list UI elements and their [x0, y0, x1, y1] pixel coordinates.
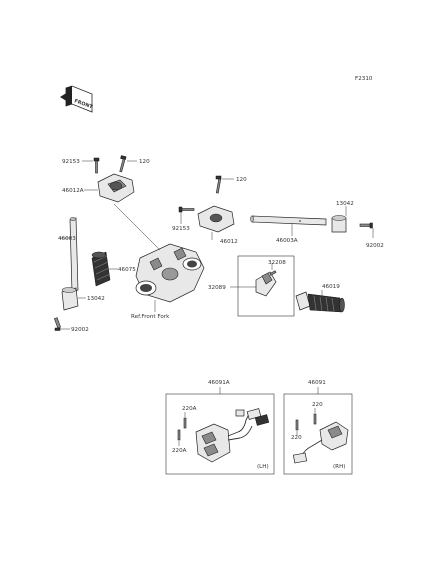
- handlebar-pipe-46003a: [250, 215, 327, 226]
- bolt-120-left: [119, 155, 127, 173]
- throttle-housing-inset-box: [237, 255, 295, 317]
- callout-46091a: 46091A: [208, 380, 230, 386]
- screw-92002-right: [359, 222, 373, 229]
- screw-220-upper: [313, 413, 317, 425]
- callout-120-right: 120: [236, 177, 247, 183]
- callout-92153-mid: 92153: [172, 226, 190, 232]
- bar-end-weight-13042-left: [61, 287, 79, 311]
- callout-120-top: 120: [139, 159, 150, 165]
- lh-handlebar-switch-46091a: [195, 408, 270, 463]
- callout-220a-upper: 220A: [182, 406, 197, 412]
- lh-label: (LH): [257, 464, 269, 470]
- bolt-120-right: [215, 175, 222, 194]
- handlebar-holder-46012a: [97, 173, 135, 203]
- callout-92153-top: 92153: [62, 159, 80, 165]
- bolt-92153-right: [178, 206, 195, 213]
- throttle-housing-32089: [255, 271, 277, 297]
- screw-220-lower: [295, 419, 299, 431]
- bar-end-weight-13042-right: [331, 215, 347, 233]
- callout-46012: 46012: [220, 239, 238, 245]
- rh-switch-inset-box: [283, 393, 353, 475]
- ref-front-fork-label: Ref.Front Fork: [131, 314, 170, 320]
- upper-triple-clamp: [135, 243, 205, 303]
- callout-32208: 32208: [268, 260, 286, 266]
- callout-46091: 46091: [308, 380, 326, 386]
- callout-13042-left: 13042: [87, 296, 105, 302]
- callout-220-upper: 220: [312, 402, 323, 408]
- callout-92002-left: 92002: [71, 327, 89, 333]
- callout-220a-lower: 220A: [172, 448, 187, 454]
- throttle-grip-46019: [295, 291, 345, 313]
- screw-32208: [269, 270, 277, 276]
- callout-92002-right: 92002: [366, 243, 384, 249]
- callout-46075: 46075: [118, 267, 136, 273]
- grip-46075: [91, 251, 111, 287]
- callout-46003: 46003: [58, 236, 76, 242]
- screw-220a-upper: [183, 417, 187, 429]
- callout-46019: 46019: [322, 284, 340, 290]
- bolt-92153-left: [93, 157, 100, 174]
- rh-label: (RH): [333, 464, 345, 470]
- screw-92002-left: [53, 317, 61, 331]
- lh-switch-inset-box: [165, 393, 275, 475]
- callout-46003a: 46003A: [276, 238, 298, 244]
- callout-32089: 32089: [208, 285, 226, 291]
- rh-handlebar-switch-46091: [292, 421, 349, 464]
- handlebar-pipe-46003: [69, 217, 79, 293]
- callout-220-lower: 220: [291, 435, 302, 441]
- handlebar-holder-46012: [197, 205, 235, 233]
- callout-46012a: 46012A: [62, 188, 84, 194]
- front-arrow-icon: FRONT: [60, 85, 94, 113]
- callout-13042-right: 13042: [336, 201, 354, 207]
- screw-220a-lower: [177, 429, 181, 441]
- figure-code: F2310: [355, 76, 373, 82]
